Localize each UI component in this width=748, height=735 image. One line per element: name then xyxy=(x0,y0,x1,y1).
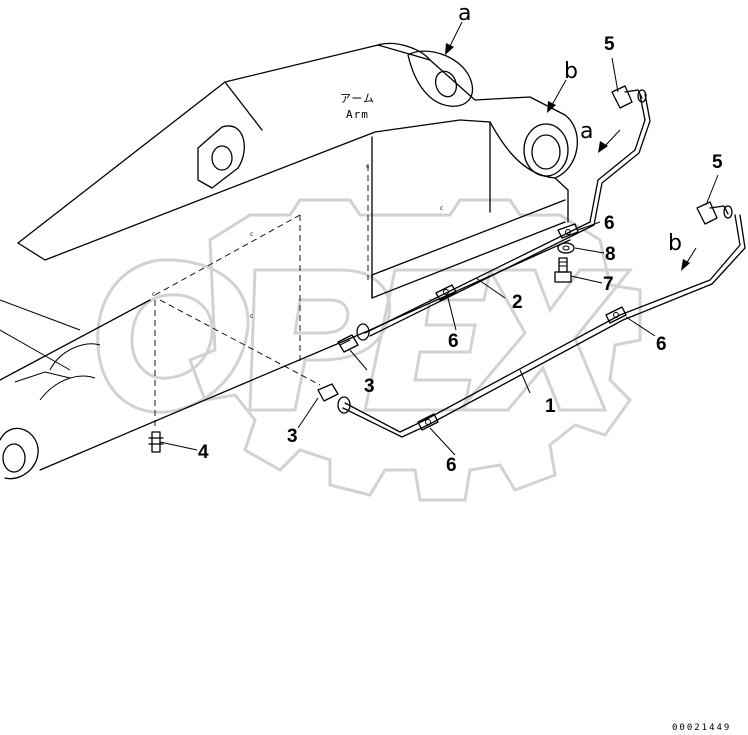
fitting-3-upper xyxy=(337,323,370,353)
callout-8: 8 xyxy=(605,244,616,265)
view-label-b: b xyxy=(564,59,578,84)
clamp-6 xyxy=(557,223,579,239)
callout-6: 6 xyxy=(446,455,457,476)
ref-mark: c xyxy=(250,231,253,238)
clamp-6 xyxy=(605,306,627,324)
watermark-letter-x xyxy=(456,268,634,412)
callout-6: 6 xyxy=(604,213,615,234)
bolt-7 xyxy=(554,257,572,283)
view-label-a: a xyxy=(458,1,471,26)
view-label-b: b xyxy=(668,231,682,256)
sensor-5-upper xyxy=(611,85,647,109)
ref-mark: c xyxy=(152,291,155,298)
ref-mark: c xyxy=(366,163,369,170)
callout-1: 1 xyxy=(545,396,556,417)
callout-4: 4 xyxy=(198,442,209,463)
fitting-3-lower xyxy=(317,383,351,414)
routing-guide-lines xyxy=(154,165,369,430)
tube-1 xyxy=(342,214,746,438)
view-arrow-b-side xyxy=(681,247,697,271)
watermark-letter-o xyxy=(96,258,250,414)
ref-mark: c xyxy=(250,313,253,320)
view-arrow-b-top xyxy=(547,79,567,113)
view-arrow-a-top xyxy=(445,21,463,55)
callout-5: 5 xyxy=(604,34,615,55)
view-label-a: a xyxy=(580,119,593,144)
watermark-gear xyxy=(188,198,642,502)
callout-3: 3 xyxy=(287,426,298,447)
arm-label-jp: アーム xyxy=(340,92,375,105)
clamp-6 xyxy=(417,413,439,431)
leader-lines xyxy=(159,57,719,456)
callout-5: 5 xyxy=(712,152,723,173)
callout-2: 2 xyxy=(512,292,523,313)
callout-3: 3 xyxy=(364,376,375,397)
arm-label-en: Arm xyxy=(346,108,369,121)
tube-2 xyxy=(364,93,651,337)
arm-body xyxy=(0,42,578,480)
view-arrow-a-side xyxy=(598,129,621,153)
nipple-4 xyxy=(148,431,164,453)
washer-8 xyxy=(557,242,575,254)
ref-mark: c xyxy=(440,205,443,212)
sensor-5-lower xyxy=(696,201,733,225)
callout-6: 6 xyxy=(448,331,459,352)
callout-6: 6 xyxy=(656,334,667,355)
clamp-6 xyxy=(435,284,457,301)
callout-7: 7 xyxy=(603,274,614,295)
part-number: 00021449 xyxy=(672,723,731,733)
